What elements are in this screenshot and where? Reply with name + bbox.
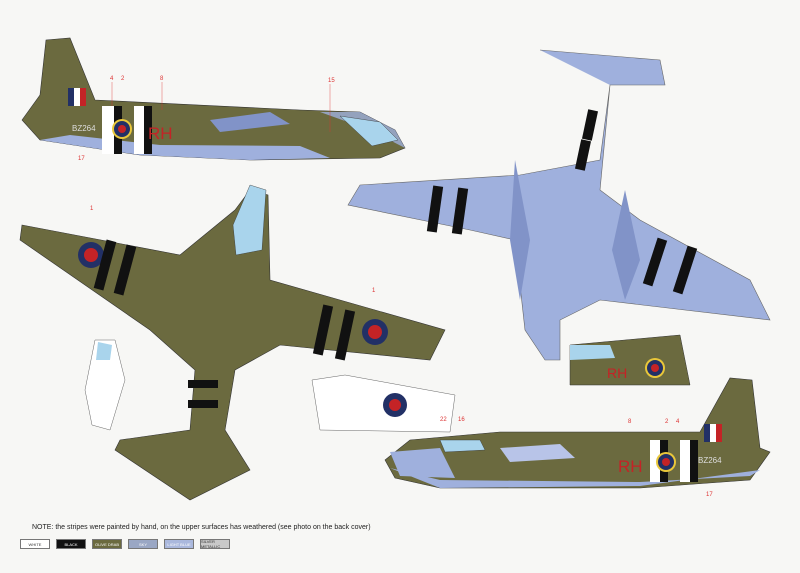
side-profile-right: BZ264 RH 22 16 8 2 4 17: [384, 377, 771, 498]
code-letters-right: RH: [618, 457, 643, 476]
legend-swatch: LIGHT BLUE: [164, 539, 194, 549]
callout-15: 15: [328, 78, 335, 84]
callout-1-right: 1: [372, 288, 376, 294]
callout-16: 16: [458, 417, 465, 423]
callout-1-left: 1: [90, 206, 94, 212]
legend-swatch: SILVER METALLIC: [200, 539, 230, 549]
color-legend: WHITE BLACK OLIVE DRAB SKY LIGHT BLUE SI…: [20, 539, 230, 549]
callout-4-right: 4: [676, 419, 680, 425]
legend-swatch: SKY: [128, 539, 158, 549]
upper-plan: 1 1: [19, 184, 446, 501]
detail-fuselage-panel: RH: [569, 334, 691, 386]
legend-item: SILVER METALLIC: [200, 539, 230, 549]
legend-item: SKY: [128, 539, 158, 549]
callout-2-right: 2: [665, 419, 669, 425]
note-text: NOTE: the stripes were painted by hand, …: [32, 524, 371, 531]
legend-swatch: OLIVE DRAB: [92, 539, 122, 549]
legend-item: LIGHT BLUE: [164, 539, 194, 549]
underside-plan: [347, 49, 771, 361]
side-profile-left: BZ264 RH 4 2 8 15 17: [21, 37, 406, 162]
code-letters-panel: RH: [607, 365, 627, 381]
callout-17-right: 17: [706, 492, 713, 498]
detail-nose: [84, 339, 126, 431]
callout-8-right: 8: [628, 419, 632, 425]
detail-wing-panel: [311, 374, 456, 433]
callout-17-left: 17: [78, 156, 85, 162]
code-letters-left: RH: [148, 124, 173, 143]
callout-8: 8: [160, 76, 164, 82]
legend-item: WHITE: [20, 539, 50, 549]
legend-swatch: BLACK: [56, 539, 86, 549]
callout-22: 22: [440, 417, 447, 423]
legend-item: BLACK: [56, 539, 86, 549]
legend-item: OLIVE DRAB: [92, 539, 122, 549]
callout-4: 4: [110, 76, 114, 82]
serial-right: BZ264: [698, 456, 722, 465]
callout-2: 2: [121, 76, 125, 82]
serial-left: BZ264: [72, 124, 96, 133]
legend-swatch: WHITE: [20, 539, 50, 549]
